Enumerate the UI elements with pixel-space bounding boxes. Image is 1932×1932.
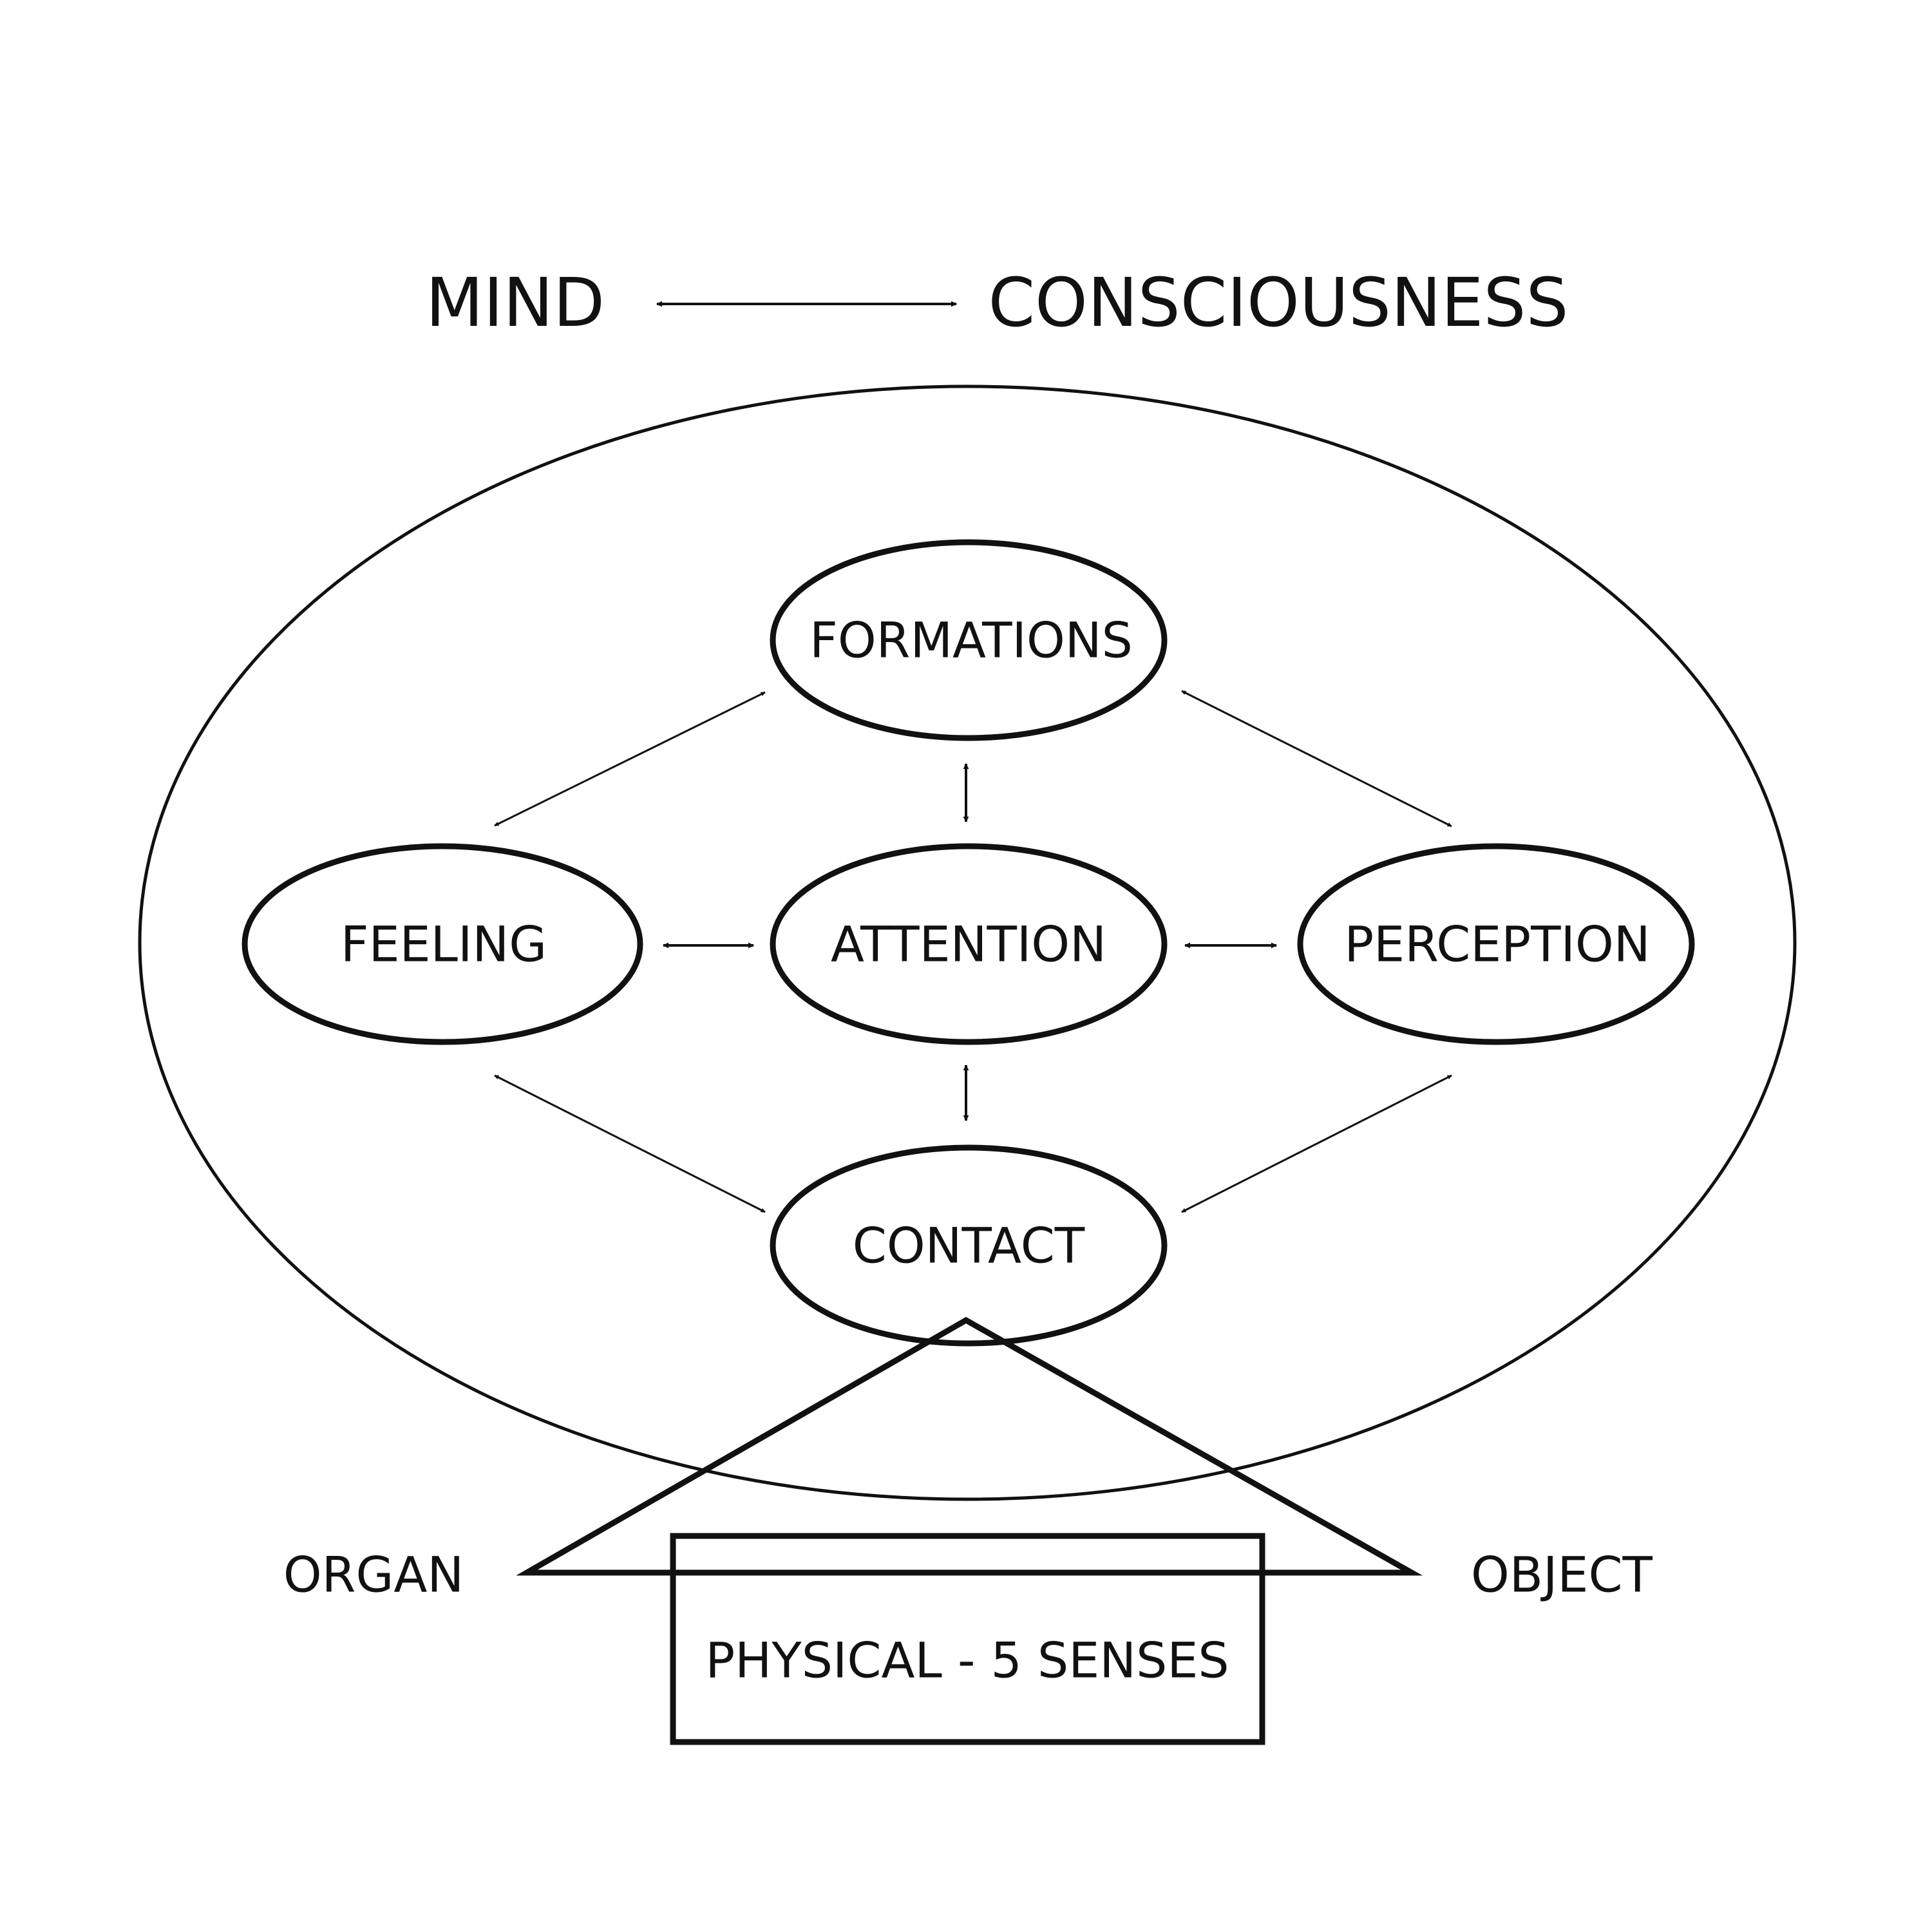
physical-senses-box — [670, 1533, 1265, 1745]
perception-label: PERCEPTION — [1344, 916, 1650, 973]
attention-label: ATTENTION — [831, 916, 1106, 973]
formations-feeling-arrow — [494, 691, 766, 827]
formations-perception-arrow — [1181, 690, 1452, 828]
contact-label: CONTACT — [853, 1217, 1085, 1274]
feeling-contact-arrow — [494, 1074, 766, 1213]
feeling-label: FEELING — [341, 916, 547, 973]
attention-ellipse — [770, 843, 1168, 1045]
contact-triangle — [516, 1316, 1423, 1576]
formations-ellipse — [770, 539, 1168, 741]
organ-label: ORGAN — [283, 1546, 464, 1604]
consciousness-label: CONSCIOUSNESS — [988, 263, 1568, 342]
object-label: OBJECT — [1471, 1546, 1653, 1604]
mind-label: MIND — [426, 263, 605, 342]
feeling-ellipse — [242, 843, 643, 1045]
contact-ellipse — [770, 1144, 1168, 1347]
perception-contact-arrow — [1181, 1074, 1452, 1213]
physical-senses-label: PHYSICAL - 5 SENSES — [705, 1632, 1229, 1689]
mind-outer-ellipse — [138, 384, 1797, 1501]
perception-ellipse — [1297, 843, 1695, 1045]
formations-label: FORMATIONS — [810, 612, 1133, 669]
